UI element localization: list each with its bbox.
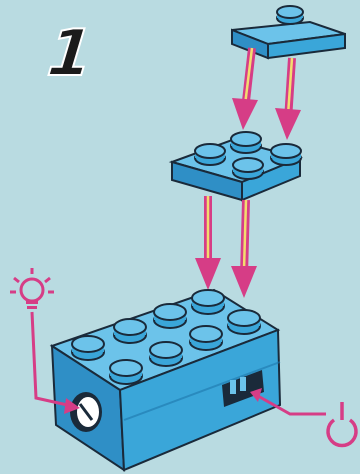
arrow-top-right [275, 57, 301, 140]
top-plate [231, 5, 346, 60]
arrow-middle-left [195, 196, 221, 290]
power-icon [326, 402, 358, 448]
light-port [70, 392, 102, 432]
light-callout [30, 311, 80, 414]
hub-studs [71, 289, 261, 385]
lightbulb-icon [10, 268, 54, 309]
arrow-top-left [232, 47, 258, 130]
power-callout [250, 388, 326, 416]
arrow-middle-right [231, 199, 257, 298]
hub-brick [49, 288, 282, 472]
power-switch [222, 370, 264, 407]
top-plate-stud [276, 5, 304, 25]
middle-plate [168, 131, 304, 202]
middle-plate-studs [194, 131, 302, 180]
